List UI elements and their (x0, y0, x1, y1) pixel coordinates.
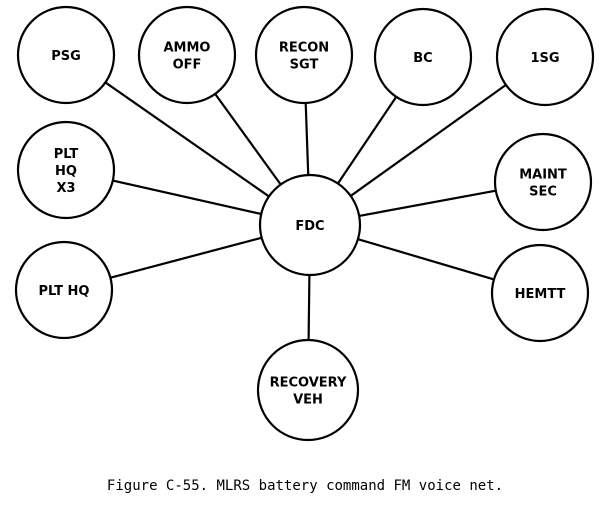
node-label-maint-sec: SEC (529, 185, 557, 200)
link-fdc-hemtt (357, 238, 495, 281)
link-fdc-maint-sec (358, 189, 496, 218)
node-label-recon-sgt: RECON (279, 41, 329, 56)
node-circle-maint-sec (493, 132, 593, 232)
node-label-1sg: 1SG (530, 51, 559, 66)
node-plt-hq: PLT HQ (14, 240, 114, 340)
link-fdc-bc (336, 96, 398, 185)
net-diagram: FDC PSG AMMO OFF RECON SGT BC 1SG PLT HQ X3 MAINT SE… (14, 5, 595, 442)
node-label-maint-sec: MAINT (519, 168, 567, 183)
node-plt-hq-x3: PLT HQ X3 (16, 120, 116, 220)
node-circle-hemtt (490, 243, 590, 343)
node-maint-sec: MAINT SEC (493, 132, 593, 232)
node-psg: PSG (16, 5, 116, 105)
figure-caption: Figure C-55. MLRS battery command FM voi… (106, 478, 504, 494)
node-fdc: FDC (258, 173, 362, 277)
node-circle-ammo-off (137, 5, 237, 105)
node-label-plt-hq-x3: PLT (54, 147, 79, 162)
link-fdc-plt-hq (110, 236, 262, 279)
node-circle-plt-hq (14, 240, 114, 340)
node-circle-recon-sgt (254, 5, 354, 105)
node-label-bc: BC (413, 51, 432, 66)
node-label-hemtt: HEMTT (515, 287, 566, 302)
node-recovery-veh: RECOVERY VEH (256, 338, 360, 442)
node-label-plt-hq: PLT HQ (39, 284, 90, 299)
node-circle-plt-hq-x3 (16, 120, 116, 220)
node-circle-recovery-veh (256, 338, 360, 442)
node-label-ammo-off: AMMO (164, 41, 211, 56)
diagram-links (104, 81, 507, 341)
link-fdc-recovery-veh (307, 274, 311, 341)
node-label-psg: PSG (51, 49, 81, 64)
node-recon-sgt: RECON SGT (254, 5, 354, 105)
node-hemtt: HEMTT (490, 243, 590, 343)
node-label-plt-hq-x3: X3 (56, 181, 75, 196)
node-ammo-off: AMMO OFF (137, 5, 237, 105)
node-label-ammo-off: OFF (173, 58, 202, 73)
node-label-plt-hq-x3: HQ (55, 164, 77, 179)
link-fdc-psg (104, 81, 270, 198)
node-bc: BC (373, 7, 473, 107)
link-fdc-plt-hq-x3 (112, 179, 262, 216)
node-label-recovery-veh: VEH (293, 393, 323, 408)
node-label-recovery-veh: RECOVERY (270, 376, 347, 391)
node-circle-bc (373, 7, 473, 107)
link-fdc-ammo-off (214, 93, 282, 186)
node-label-fdc: FDC (295, 219, 324, 234)
link-fdc-recon-sgt (304, 102, 310, 176)
diagram-nodes: FDC PSG AMMO OFF RECON SGT BC 1SG PLT HQ X3 MAINT SE… (14, 5, 595, 442)
node-circle-fdc (258, 173, 362, 277)
node-label-recon-sgt: SGT (290, 58, 319, 73)
node-circle-psg (16, 5, 116, 105)
node-circle-1sg (495, 7, 595, 107)
link-fdc-1sg (350, 84, 507, 197)
node-1sg: 1SG (495, 7, 595, 107)
